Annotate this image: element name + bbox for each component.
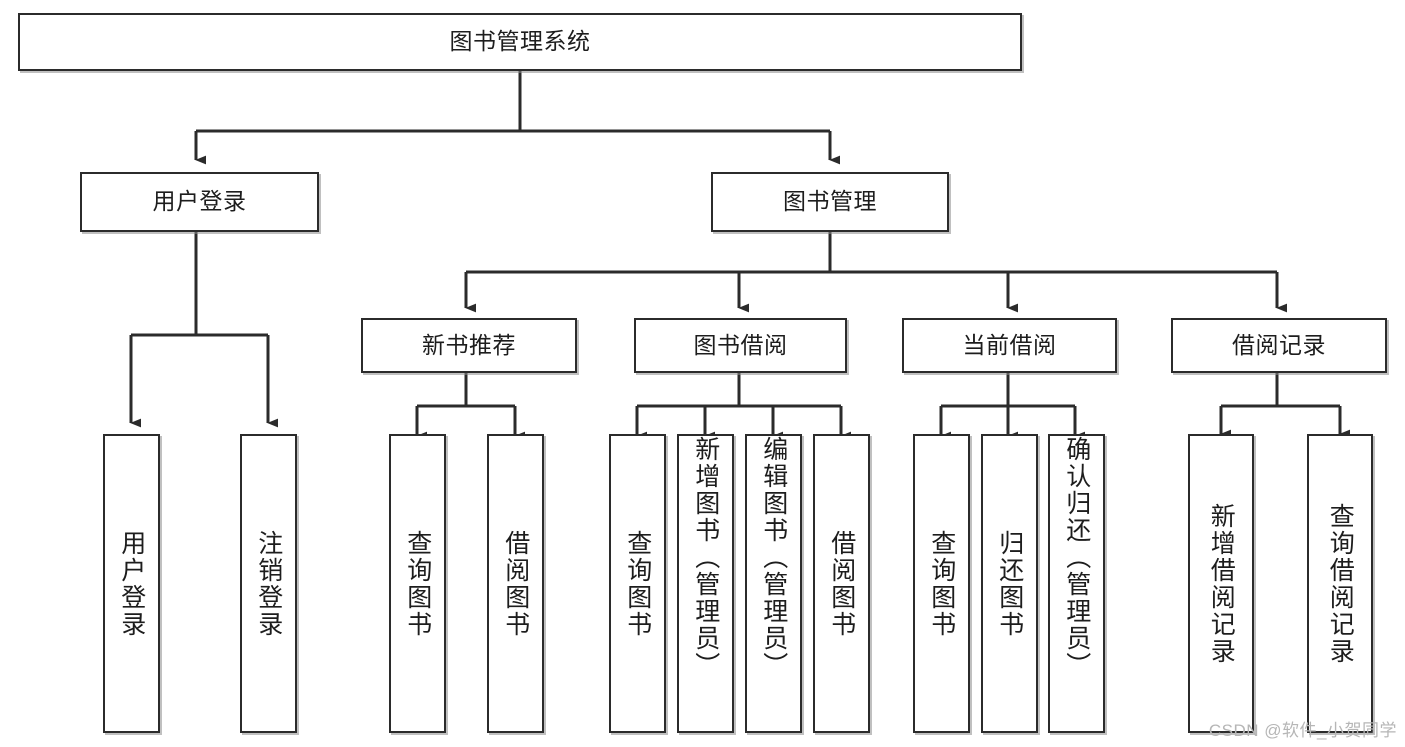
watermark-text: CSDN @软件_小贺同学 <box>1208 721 1397 740</box>
node-label: 借阅记录 <box>1232 331 1326 358</box>
node-label: 新增借阅记录 <box>1207 502 1236 665</box>
leaf-query-book-current[interactable]: 查询图书 <box>913 434 970 733</box>
leaf-add-borrow-record[interactable]: 新增借阅记录 <box>1188 434 1254 733</box>
node-label: 图书借阅 <box>693 331 788 358</box>
node-label: 新书推荐 <box>422 331 516 358</box>
node-label: 用户登录 <box>152 188 247 215</box>
node-label: 查询图书 <box>927 529 956 638</box>
leaf-return-book[interactable]: 归还图书 <box>981 434 1038 733</box>
node-user-login[interactable]: 用户登录 <box>80 172 319 232</box>
node-borrow-record[interactable]: 借阅记录 <box>1171 318 1387 373</box>
leaf-logout-login[interactable]: 注销登录 <box>240 434 297 733</box>
node-label: 查询图书 <box>623 529 652 638</box>
node-label: 注销登录 <box>254 529 283 638</box>
node-label: 编辑图书（管理员） <box>759 436 788 679</box>
leaf-edit-book-admin[interactable]: 编辑图书（管理员） <box>745 434 802 733</box>
leaf-query-borrow-record[interactable]: 查询借阅记录 <box>1307 434 1373 733</box>
node-book-management[interactable]: 图书管理 <box>711 172 949 232</box>
leaf-add-book-admin[interactable]: 新增图书（管理员） <box>677 434 734 733</box>
node-label: 用户登录 <box>117 529 146 638</box>
leaf-confirm-return-admin[interactable]: 确认归还（管理员） <box>1048 434 1105 733</box>
leaf-user-login[interactable]: 用户登录 <box>103 434 160 733</box>
node-label: 借阅图书 <box>827 529 856 638</box>
node-label: 查询图书 <box>403 529 432 638</box>
leaf-query-book-new-recommend[interactable]: 查询图书 <box>389 434 446 733</box>
node-book-borrow[interactable]: 图书借阅 <box>634 318 847 373</box>
leaf-borrow-book-new-recommend[interactable]: 借阅图书 <box>487 434 544 733</box>
leaf-borrow-book-borrow[interactable]: 借阅图书 <box>813 434 870 733</box>
node-label: 当前借阅 <box>962 331 1057 358</box>
node-label: 归还图书 <box>995 529 1024 638</box>
node-current-borrow[interactable]: 当前借阅 <box>902 318 1117 373</box>
node-label: 图书管理系统 <box>449 28 591 55</box>
node-label: 图书管理 <box>783 188 877 215</box>
node-new-book-recommend[interactable]: 新书推荐 <box>361 318 577 373</box>
leaf-query-book-borrow[interactable]: 查询图书 <box>609 434 666 733</box>
node-label: 查询借阅记录 <box>1326 502 1355 665</box>
node-root-book-management-system[interactable]: 图书管理系统 <box>18 13 1022 71</box>
node-label: 新增图书（管理员） <box>691 436 720 679</box>
node-label: 确认归还（管理员） <box>1062 436 1091 679</box>
node-label: 借阅图书 <box>501 529 530 638</box>
